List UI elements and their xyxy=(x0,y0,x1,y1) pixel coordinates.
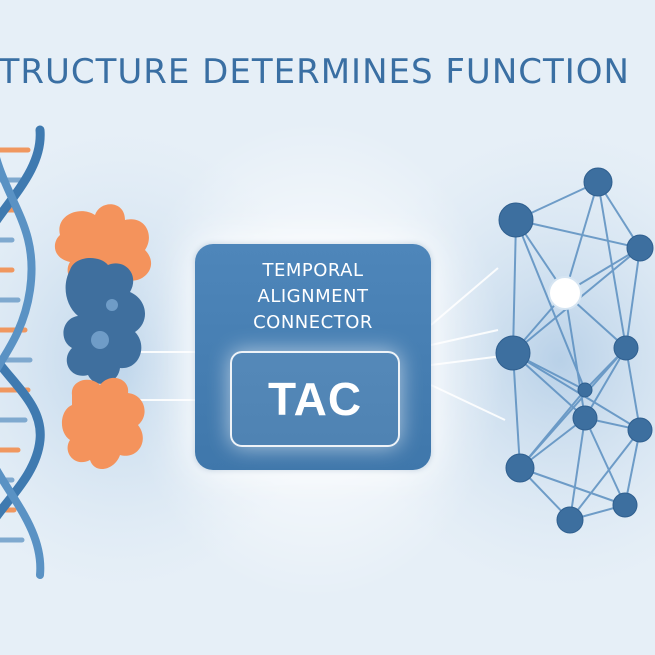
connector-box: TEMPORAL ALIGNMENT CONNECTOR TAC xyxy=(195,244,431,470)
connector-label-line2: ALIGNMENT xyxy=(257,286,369,307)
acronym-text: TAC xyxy=(267,373,363,425)
acronym-panel: TAC xyxy=(230,351,400,447)
page-title: STRUCTURE DETERMINES FUNCTION xyxy=(0,52,630,92)
highlight-node xyxy=(548,276,582,310)
neural-network-icon xyxy=(495,167,654,534)
connector-label-line3: CONNECTOR xyxy=(253,312,373,333)
protein-blob-icon xyxy=(54,204,152,470)
dna-helix-icon xyxy=(0,125,45,579)
connector-label-line1: TEMPORAL xyxy=(262,260,364,281)
